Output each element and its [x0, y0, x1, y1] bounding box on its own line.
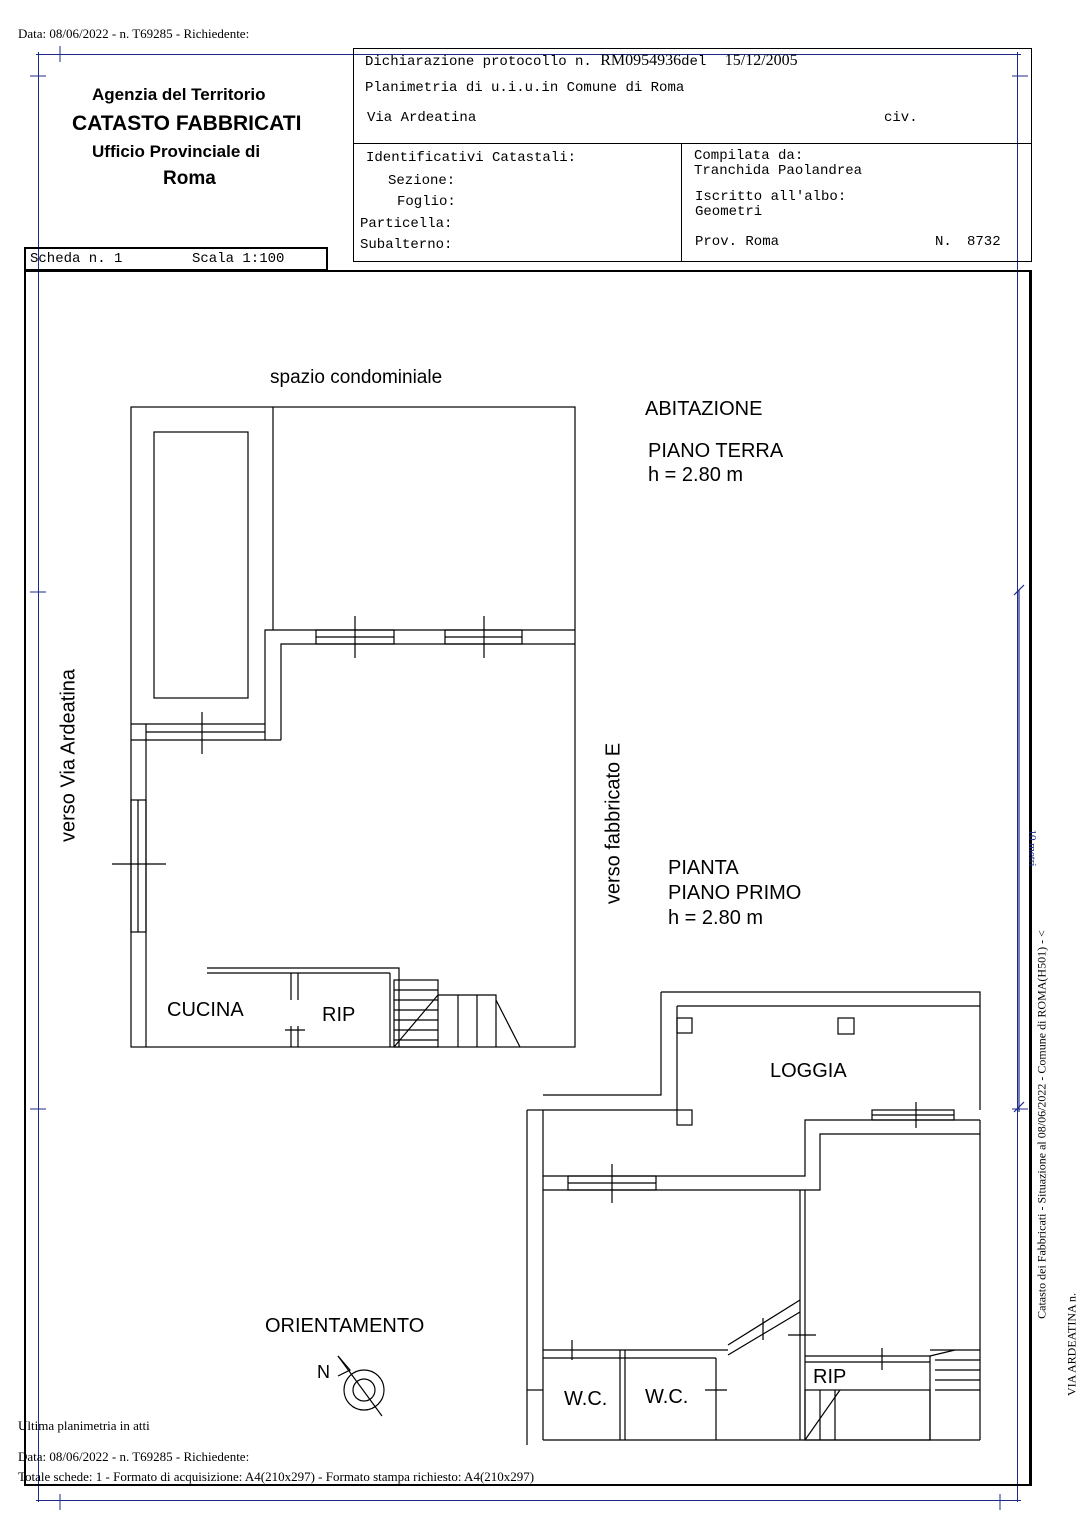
- iscritto-value: Geometri: [695, 204, 763, 220]
- catasto-title: CATASTO FABBRICATI: [72, 112, 302, 135]
- north-label: N: [317, 1362, 330, 1382]
- prov-label: Prov. Roma: [695, 234, 780, 250]
- ground-floor-outline: [130, 406, 576, 1048]
- protocol-date: 15/12/2005: [724, 52, 798, 69]
- agency-name: Agenzia del Territorio: [92, 85, 266, 104]
- abitazione-label: ABITAZIONE: [645, 398, 763, 420]
- wc-label-1: W.C.: [564, 1388, 608, 1410]
- footer-totale-line: Totale schede: 1 - Formato di acquisizio…: [18, 1469, 535, 1484]
- ultima-planimetria: Ultima planimetria in atti: [18, 1418, 150, 1433]
- side-situazione-line: Catasto dei Fabbricati - Situazione al 0…: [1034, 930, 1049, 1319]
- footer-data-line: Data: 08/06/2022 - n. T69285 - Richieden…: [18, 1449, 250, 1464]
- cucina-label: CUCINA: [167, 999, 244, 1021]
- compass-outer-circle: [343, 1369, 385, 1411]
- compass-inner-circle: [352, 1378, 376, 1402]
- verso-fabbricato-label: verso fabbricato E: [602, 742, 625, 905]
- orientamento-label: ORIENTAMENTO: [265, 1315, 425, 1337]
- pianta-label: PIANTA: [668, 857, 739, 879]
- wc-label-2: W.C.: [645, 1386, 689, 1408]
- compilata-name: Tranchida Paolandrea: [694, 163, 863, 179]
- foglio-label: Foglio:: [397, 194, 456, 210]
- rip-label-2: RIP: [813, 1366, 847, 1388]
- sezione-label: Sezione:: [388, 173, 456, 189]
- side-address-line: VIA ARDEATINA n.: [1064, 1293, 1079, 1397]
- protocol-number: RM0954936: [600, 52, 682, 69]
- protocol-del: del: [681, 54, 707, 70]
- verso-via-label: verso Via Ardeatina: [57, 668, 80, 843]
- ground-floor-inner-rect: [153, 431, 249, 699]
- drawing-frame: [24, 270, 1032, 1486]
- subalterno-label: Subalterno:: [360, 237, 453, 253]
- particella-label: Particella:: [360, 216, 453, 232]
- scheda-label: Scheda n. 1: [30, 251, 123, 267]
- scala-label: Scala 1:100: [192, 251, 285, 267]
- n-label: N.: [935, 234, 952, 250]
- frame-top-line: [36, 54, 1021, 55]
- frame-left-line: [38, 52, 39, 1502]
- compilata-label: Compilata da:: [694, 148, 804, 164]
- ident-title: Identificativi Catastali:: [366, 150, 577, 166]
- top-request-line: Data: 08/06/2022 - n. T69285 - Richieden…: [18, 26, 250, 41]
- piano-primo-label: PIANO PRIMO: [668, 882, 802, 904]
- h-primo-label: h = 2.80 m: [668, 907, 764, 929]
- h-terra-label: h = 2.80 m: [648, 464, 744, 486]
- piano-terra-label: PIANO TERRA: [648, 440, 784, 462]
- civ-label: civ.: [884, 110, 918, 126]
- iscritto-label: Iscritto all'albo:: [695, 189, 847, 205]
- planimetria-line: Planimetria di u.i.u.in Comune di Roma: [365, 80, 685, 96]
- protocol-label: Dichiarazione protocollo n. RM0954936del…: [365, 52, 798, 70]
- ufficio-label: Ufficio Provinciale di: [92, 142, 261, 161]
- loggia-label: LOGGIA: [770, 1060, 847, 1082]
- spazio-label: spazio condominiale: [270, 367, 443, 388]
- compilata-box: [681, 143, 1032, 262]
- n-value: 8732: [967, 234, 1001, 250]
- frame-bottom-line: [36, 1500, 1021, 1501]
- rip-label-1: RIP: [322, 1004, 356, 1026]
- protocol-label-text: Dichiarazione protocollo n.: [365, 54, 592, 70]
- ufficio-city: Roma: [163, 168, 216, 189]
- frame-right-line: [1017, 52, 1018, 1502]
- address-line: Via Ardeatina: [367, 110, 477, 126]
